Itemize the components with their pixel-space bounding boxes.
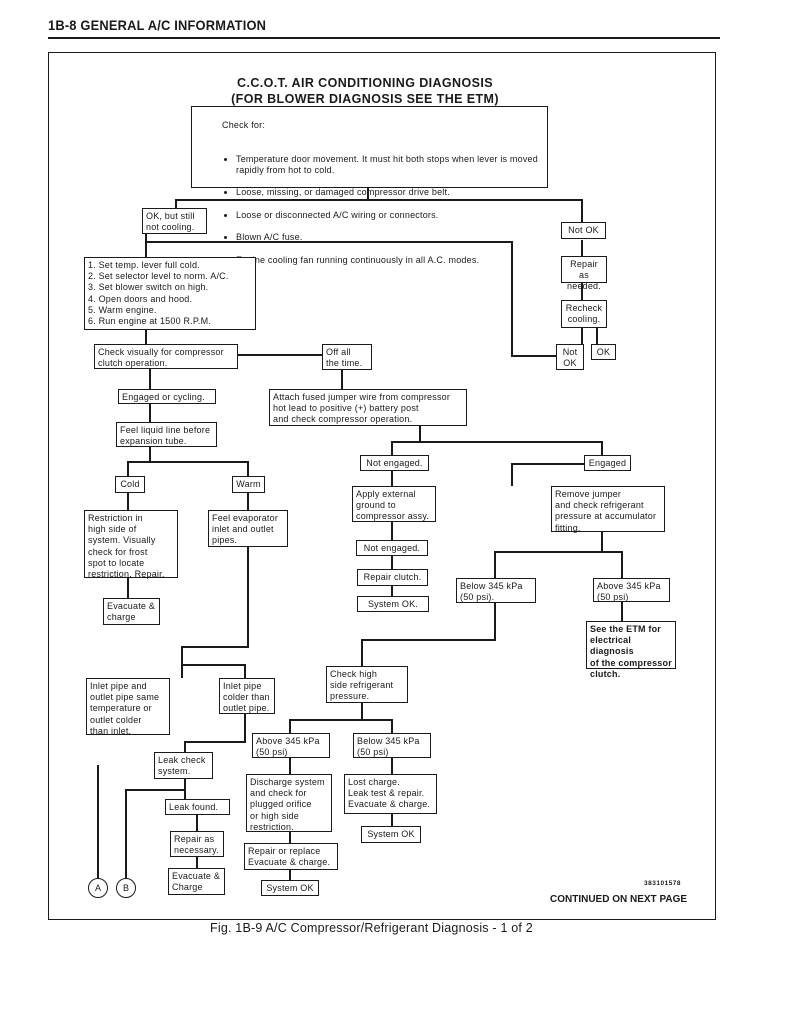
check-for-box: Check for: Temperature door movement. It… xyxy=(191,106,548,265)
discharge-system-box: Discharge system and check for plugged o… xyxy=(246,774,332,832)
restriction-repair-box: Restriction in high side of system. Visu… xyxy=(84,510,178,579)
page-header: 1B-8 GENERAL A/C INFORMATION xyxy=(48,17,267,33)
feel-liquid-line-box: Feel liquid line before expansion tube. xyxy=(116,422,217,447)
evacuate-charge-1-box: Evacuate & charge xyxy=(103,598,160,625)
system-ok-3-box: System OK xyxy=(261,880,319,896)
repair-replace-box: Repair or replace Evacuate & charge. xyxy=(244,843,338,870)
above-345-mid-box: Above 345 kPa (50 psi) xyxy=(252,733,330,758)
inlet-colder-box: Inlet pipe colder than outlet pipe. xyxy=(219,678,275,714)
apply-ground-box: Apply external ground to compressor assy… xyxy=(352,486,436,522)
evacuate-charge-2-box: Evacuate & Charge xyxy=(168,868,225,895)
below-345-mid-box: Below 345 kPa (50 psi) xyxy=(353,733,431,758)
check-for-heading: Check for: xyxy=(222,120,266,131)
check-item: Loose or disconnected A/C wiring or conn… xyxy=(236,210,544,221)
repair-clutch-box: Repair clutch. xyxy=(357,569,428,586)
lost-charge-box: Lost charge. Leak test & repair. Evacuat… xyxy=(344,774,437,814)
inlet-outlet-same-box: Inlet pipe and outlet pipe same temperat… xyxy=(86,678,170,736)
not-engaged-box: Not engaged. xyxy=(360,455,429,471)
system-ok-1-box: System OK. xyxy=(357,596,429,612)
warm-box: Warm xyxy=(232,476,265,493)
check-item: Blown A/C fuse. xyxy=(236,232,544,243)
diagram-subtitle: (FOR BLOWER DIAGNOSIS SEE THE ETM) xyxy=(231,92,499,106)
ok-small-box: OK xyxy=(591,344,616,360)
diagram-title: C.C.O.T. AIR CONDITIONING DIAGNOSIS xyxy=(237,76,493,90)
repair-as-needed-box: Repair as needed. xyxy=(561,256,607,291)
connector-b: B xyxy=(116,878,136,898)
check-item: Temperature door movement. It must hit b… xyxy=(236,154,544,176)
recheck-cooling-box: Recheck cooling. xyxy=(561,300,607,328)
not-ok-small-box: Not OK xyxy=(556,344,584,370)
feel-evaporator-box: Feel evaporator inlet and outlet pipes. xyxy=(208,510,288,547)
engaged-cycling-box: Engaged or cycling. xyxy=(118,389,216,404)
remove-jumper-box: Remove jumper and check refrigerant pres… xyxy=(551,486,665,533)
leak-check-box: Leak check system. xyxy=(154,752,213,779)
engaged-box: Engaged xyxy=(584,455,631,471)
system-ok-2-box: System OK xyxy=(361,826,421,843)
diagram-frame xyxy=(48,52,716,920)
check-clutch-box: Check visually for compressor clutch ope… xyxy=(94,344,238,369)
check-high-side-box: Check high side refrigerant pressure. xyxy=(326,666,408,703)
attach-jumper-box: Attach fused jumper wire from compressor… xyxy=(269,389,467,426)
setup-steps-box: 1. Set temp. lever full cold. 2. Set sel… xyxy=(84,257,256,330)
above-345-right-box: Above 345 kPa (50 psi) xyxy=(593,578,670,602)
off-all-time-box: Off all the time. xyxy=(322,344,372,370)
repair-necessary-box: Repair as necessary. xyxy=(170,831,224,857)
connector-a: A xyxy=(88,878,108,898)
not-engaged-2-box: Not engaged. xyxy=(356,540,428,556)
ok-but-not-cooling-box: OK, but still not cooling. xyxy=(142,208,207,234)
check-item: Engine cooling fan running continuously … xyxy=(236,255,544,266)
check-item: Loose, missing, or damaged compressor dr… xyxy=(236,187,544,198)
continued-note: CONTINUED ON NEXT PAGE xyxy=(550,894,688,905)
drawing-code: 383101578 xyxy=(644,880,682,887)
leak-found-box: Leak found. xyxy=(165,799,230,815)
not-ok-box: Not OK xyxy=(561,222,606,239)
see-etm-box: See the ETM for electrical diagnosis of … xyxy=(586,621,676,679)
below-345-right-box: Below 345 kPa (50 psi). xyxy=(456,578,536,603)
cold-box: Cold xyxy=(115,476,145,493)
figure-caption: Fig. 1B-9 A/C Compressor/Refrigerant Dia… xyxy=(210,921,533,935)
header-rule xyxy=(48,37,720,39)
